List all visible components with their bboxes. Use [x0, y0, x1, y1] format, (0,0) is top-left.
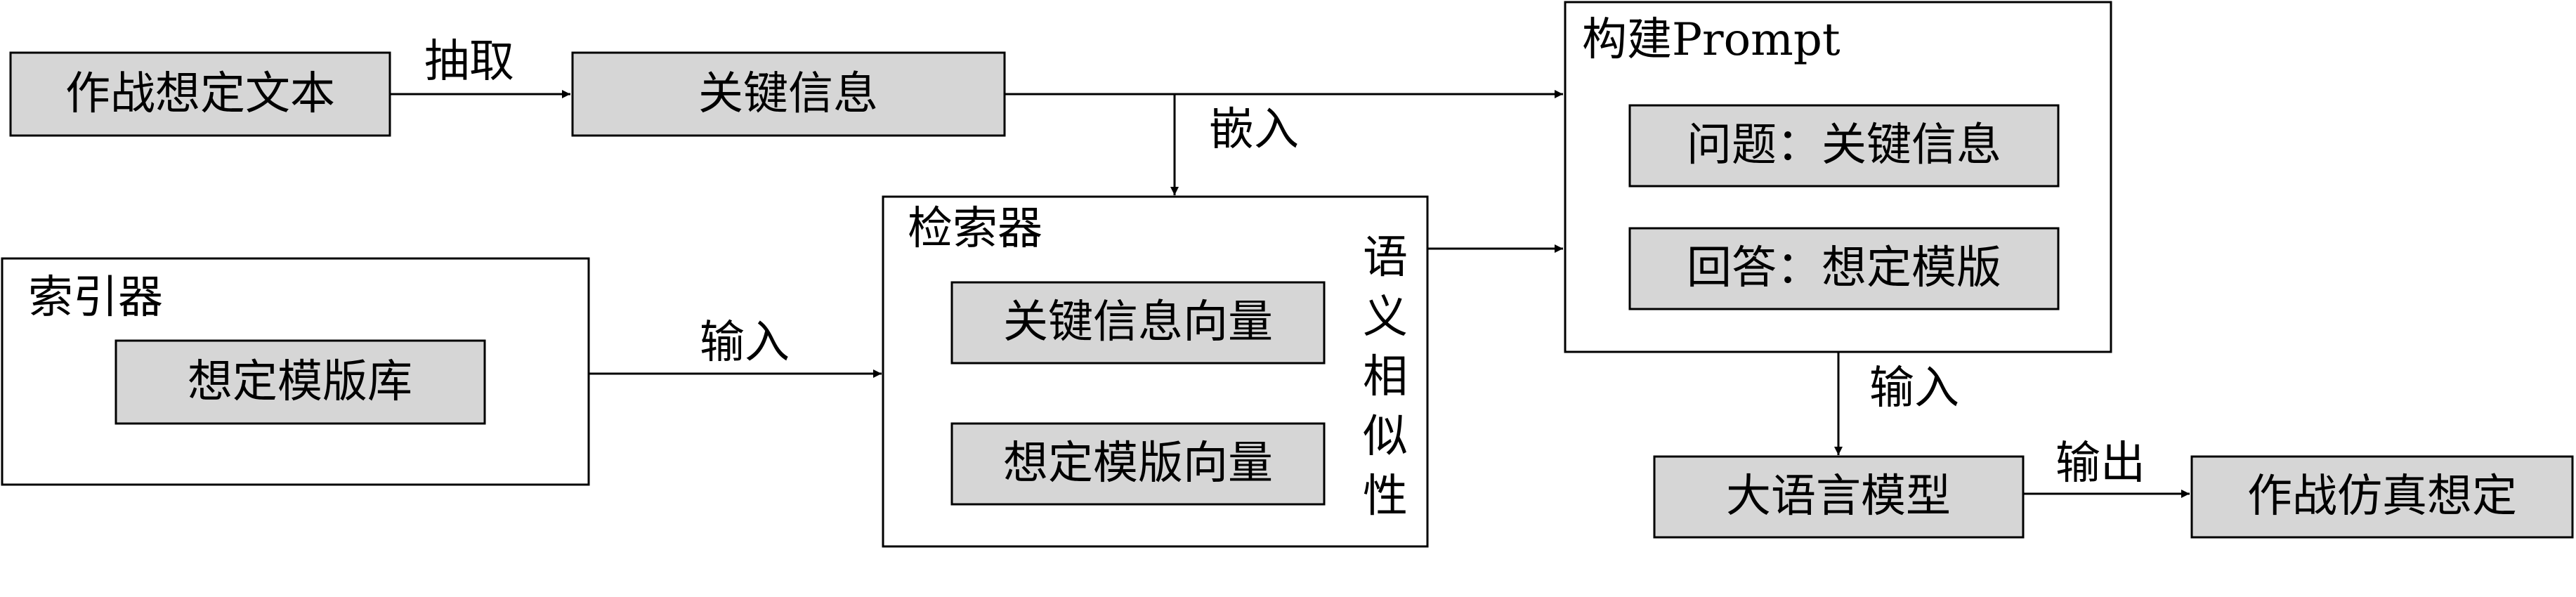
indexer-title: 索引器	[28, 272, 163, 324]
semantic-similarity-char: 性	[1363, 471, 1408, 523]
input-edge-label: 输入	[700, 317, 790, 369]
retriever-title: 检索器	[908, 203, 1042, 255]
prompt-to-llm-edge: 输入	[1834, 352, 1959, 455]
template-vector-label: 想定模版向量	[1003, 438, 1273, 490]
semantic-similarity-char: 相	[1363, 351, 1408, 403]
scenario-text-label: 作战想定文本	[65, 68, 335, 120]
indexer-to-retriever-edge: 输入	[589, 317, 882, 378]
input-llm-edge-label: 输入	[1869, 362, 1959, 414]
scenario-text-node: 作战想定文本	[9, 51, 391, 137]
output-node: 作战仿真想定	[2190, 455, 2574, 539]
semantic-similarity-label: 语 义 相 似 性	[1363, 232, 1408, 523]
output-label: 作战仿真想定	[2247, 471, 2517, 523]
prompt-answer-label: 回答：想定模版	[1687, 242, 2001, 294]
embed-edge-label: 嵌入	[1209, 104, 1299, 156]
semantic-similarity-char: 义	[1363, 291, 1408, 343]
prompt-question-label: 问题：关键信息	[1687, 119, 2001, 171]
indexer-container: 索引器 想定模版库	[1, 257, 590, 486]
llm-label: 大语言模型	[1726, 471, 1951, 523]
prompt-container: 构建Prompt 问题：关键信息 回答：想定模版	[1564, 1, 2112, 353]
prompt-title: 构建Prompt	[1582, 14, 1841, 66]
key-info-node: 关键信息	[571, 51, 1006, 137]
key-info-vector-label: 关键信息向量	[1003, 296, 1273, 348]
key-info-label: 关键信息	[698, 68, 878, 120]
retriever-container: 检索器 关键信息向量 想定模版向量 语 义 相 似 性	[882, 195, 1429, 548]
output-edge-label: 输出	[2055, 438, 2145, 490]
llm-to-output-edge: 输出	[2023, 438, 2190, 498]
template-library-label: 想定模版库	[188, 356, 412, 408]
semantic-similarity-char: 语	[1363, 232, 1408, 284]
extract-edge: 抽取	[390, 36, 570, 98]
llm-node: 大语言模型	[1653, 455, 2025, 539]
semantic-similarity-char: 似	[1363, 411, 1408, 463]
embed-edge: 嵌入	[1170, 94, 1299, 195]
extract-edge-label: 抽取	[424, 36, 514, 88]
